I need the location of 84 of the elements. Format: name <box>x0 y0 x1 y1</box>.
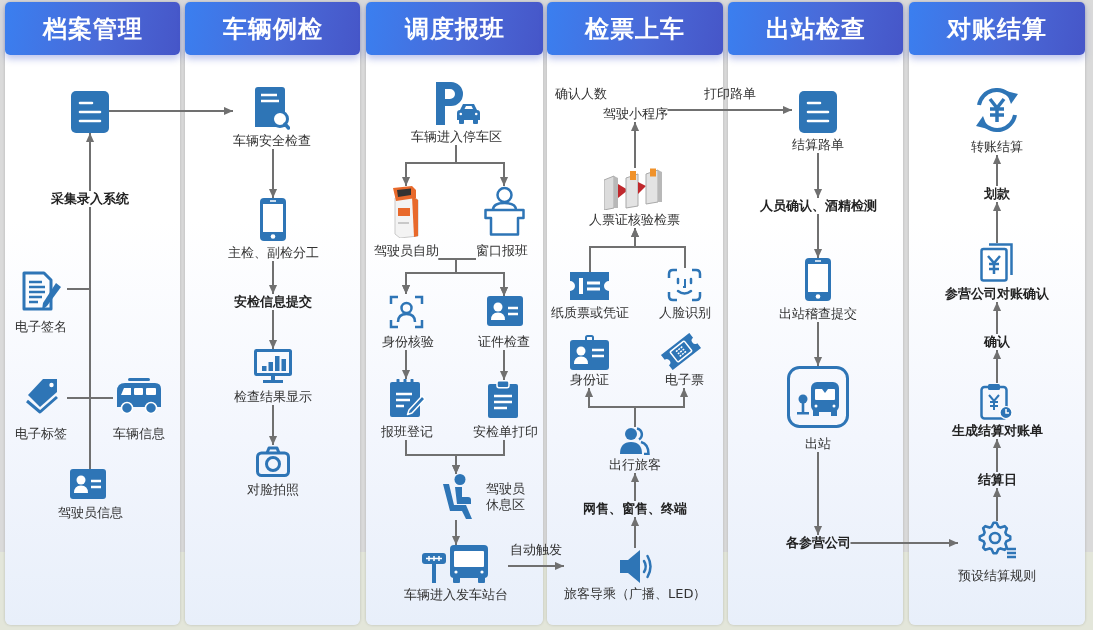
arrow <box>992 487 1002 522</box>
step-label: 安检信息提交 <box>234 294 312 310</box>
edge-label: 打印路单 <box>703 86 756 102</box>
arrow <box>630 516 640 549</box>
arrow <box>268 260 278 295</box>
arrow <box>401 349 411 380</box>
node-label: 结算路单 <box>792 137 844 153</box>
step-label: 结算日 <box>977 472 1017 488</box>
step-label: 各参营公司 <box>785 535 851 551</box>
arrow <box>499 349 509 381</box>
node-label: 车辆信息 <box>113 426 165 442</box>
node-label: 对脸拍照 <box>247 482 299 498</box>
node-label: 人票证核验检票 <box>588 212 680 228</box>
arrow <box>268 309 278 350</box>
arrow <box>85 132 95 192</box>
node-label: 转账结算 <box>971 139 1023 155</box>
node-label: 电子标签 <box>15 426 67 442</box>
column-header: 调度报班 <box>366 2 543 55</box>
arrow <box>813 213 823 259</box>
node-label: 出行旅客 <box>609 457 661 473</box>
node-label: 窗口报班 <box>476 243 528 259</box>
arrow <box>451 439 505 475</box>
connector-line <box>89 206 114 399</box>
column-header: 出站检查 <box>728 2 903 55</box>
node-label: 安检单打印 <box>472 424 538 440</box>
document-icon <box>71 91 109 133</box>
step-label: 划款 <box>984 186 1010 202</box>
arrow <box>813 451 823 536</box>
node-label: 身份核验 <box>382 334 434 350</box>
node-label: 证件检查 <box>478 334 530 350</box>
node-label: 驾驶员信息 <box>57 505 123 521</box>
arrow <box>666 105 793 115</box>
column-header: 检票上车 <box>547 2 723 55</box>
node-label: 驾驶员休息区 <box>485 481 525 513</box>
node-label: 生成结算对账单 <box>951 423 1043 439</box>
column-header: 对账结算 <box>909 2 1085 55</box>
node-label: 旅客导乘（广播、LED） <box>564 586 707 602</box>
arrow <box>813 152 823 199</box>
arrow <box>992 201 1002 244</box>
arrow <box>992 301 1002 335</box>
node-label: 车辆安全检查 <box>233 133 311 149</box>
node-label: 电子票 <box>664 372 704 388</box>
step-label: 网售、窗售、终端 <box>583 501 687 517</box>
column-panel <box>185 2 360 625</box>
arrow <box>992 438 1002 473</box>
step-label: 人员确认、酒精检测 <box>759 198 877 214</box>
arrow <box>992 154 1002 187</box>
arrow <box>630 121 640 169</box>
arrow <box>455 258 509 297</box>
node-label: 出站 <box>805 436 831 452</box>
node-label: 驾驶员自助 <box>373 243 439 259</box>
column-panel <box>909 2 1085 625</box>
node-label: 车辆进入停车区 <box>410 129 502 145</box>
step-label: 采集录入系统 <box>51 191 129 207</box>
column-header: 车辆例检 <box>185 2 360 55</box>
arrow <box>634 387 689 428</box>
node-label: 纸质票或凭证 <box>551 305 629 321</box>
node-label: 身份证 <box>569 372 609 388</box>
node-label: 主检、副检分工 <box>227 245 319 261</box>
arrow <box>507 561 565 571</box>
arrow <box>630 472 640 502</box>
arrow <box>992 349 1002 384</box>
node-label: 人脸识别 <box>659 305 711 321</box>
node-label: 出站稽查提交 <box>779 306 857 322</box>
arrow <box>268 404 278 446</box>
step-label: 确认 <box>984 334 1010 350</box>
node-label: 电子签名 <box>15 319 67 335</box>
arrow <box>813 321 823 367</box>
node-label: 报班登记 <box>381 424 433 440</box>
node-label: 检查结果显示 <box>234 389 312 405</box>
node-label: 预设结算规则 <box>958 568 1036 584</box>
column-panel <box>5 2 180 625</box>
side-label: 确认人数 <box>555 86 607 102</box>
arrow <box>268 148 278 199</box>
column-header: 档案管理 <box>5 2 180 55</box>
edge-label: 自动触发 <box>510 542 562 558</box>
arrow <box>455 144 509 187</box>
arrow <box>108 106 234 116</box>
node-label: 车辆进入发车站台 <box>404 587 508 603</box>
arrow <box>630 227 686 269</box>
arrow <box>849 538 959 548</box>
arrow <box>451 519 461 546</box>
node-label: 驾驶小程序 <box>602 106 668 122</box>
node-label: 参营公司对账确认 <box>945 286 1049 302</box>
